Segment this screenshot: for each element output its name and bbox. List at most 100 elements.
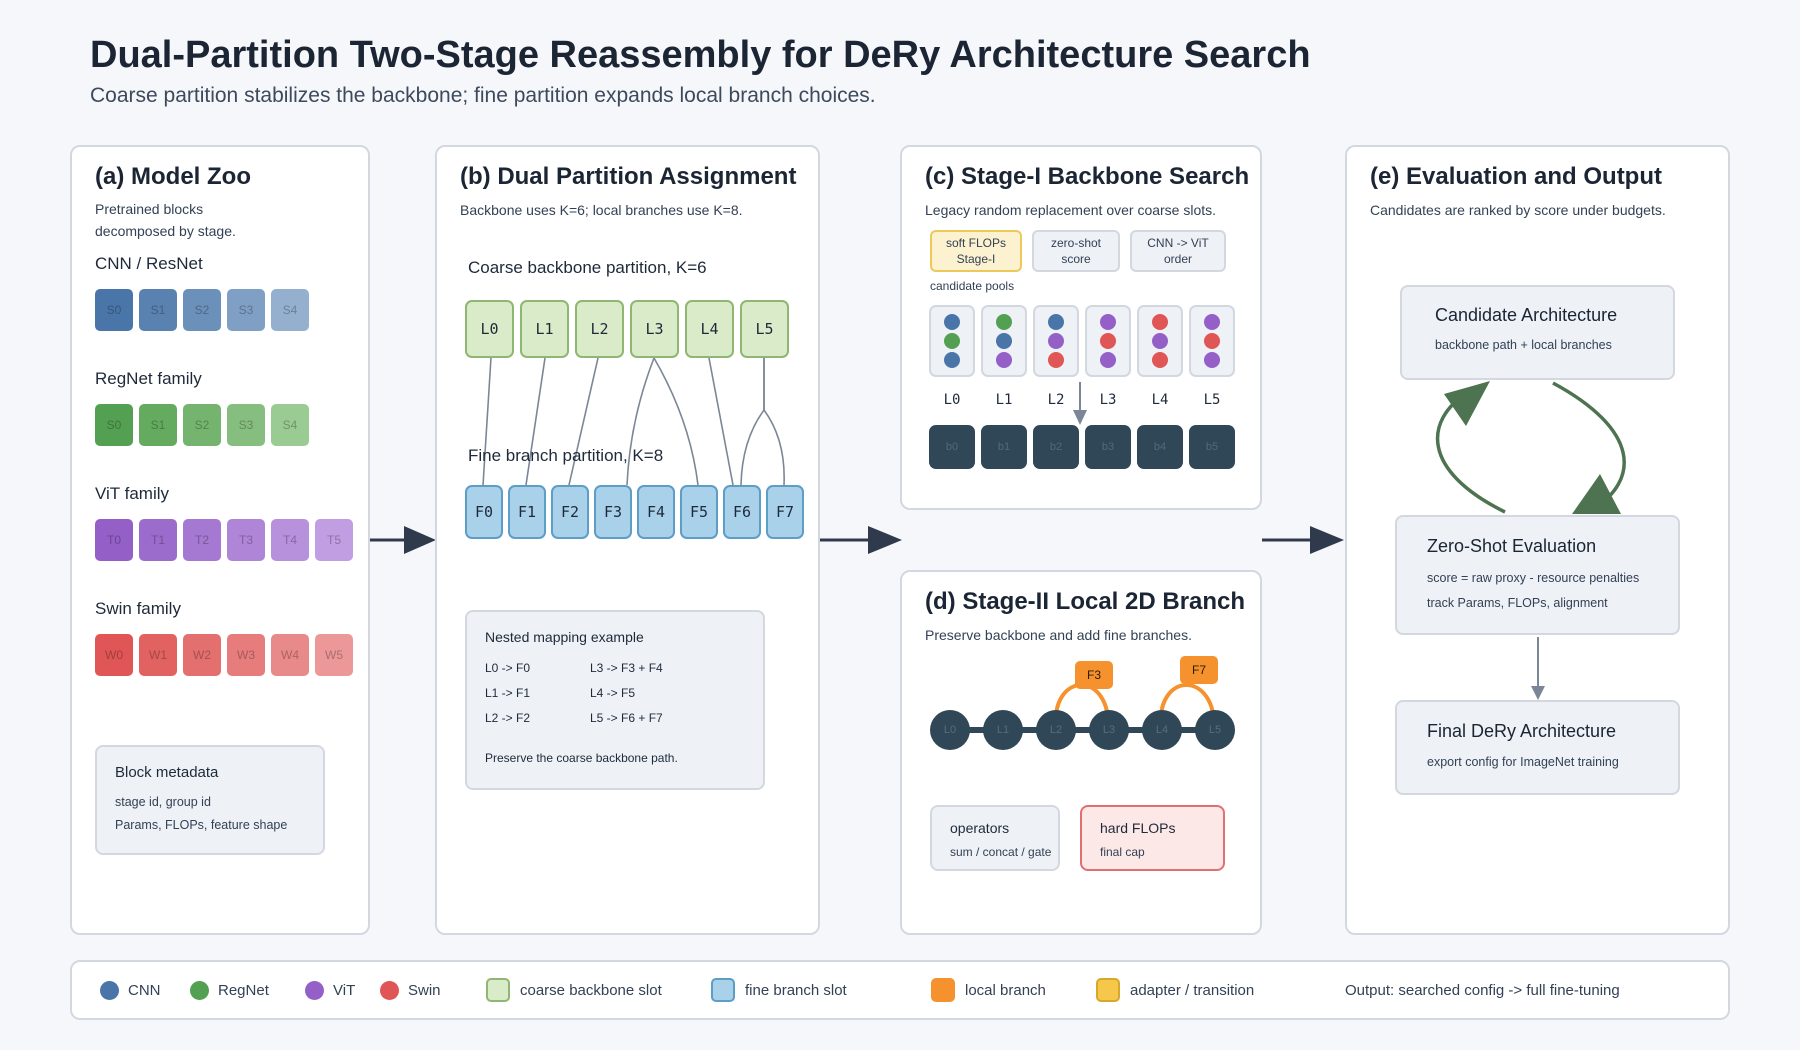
legend-cnn-swatch [100, 981, 119, 1000]
pool-dot-vit [1100, 352, 1116, 368]
pool-dot-regnet [996, 314, 1012, 330]
legend-coarse-swatch [486, 978, 510, 1002]
candidate-pool [1137, 305, 1183, 377]
final-architecture-box [1395, 700, 1680, 795]
hard-flops-sub: final cap [1100, 845, 1145, 859]
zoo-block: T1 [139, 519, 177, 561]
pool-dot-regnet [944, 333, 960, 349]
legend-adapter-label: adapter / transition [1130, 982, 1255, 999]
fine-slot: F7 [766, 485, 804, 539]
legend-local-branch-swatch [931, 978, 955, 1002]
family-label-vit: ViT family [95, 484, 170, 503]
family-label-cnn: CNN / ResNet [95, 254, 203, 273]
backbone-block: b5 [1189, 425, 1235, 469]
pool-dot-cnn [1048, 314, 1064, 330]
pool-dot-cnn [944, 314, 960, 330]
cnn-block-row: S0 S1 S2 S3 S4 [95, 289, 309, 331]
nested-mapping-title: Nested mapping example [485, 629, 644, 645]
zoo-block: S1 [139, 289, 177, 331]
mapping-note: Preserve the coarse backbone path. [485, 751, 678, 765]
zoo-block: S3 [227, 289, 265, 331]
pool-dot-swin [1152, 352, 1168, 368]
pool-dot-vit [1152, 333, 1168, 349]
legend-adapter-swatch [1096, 978, 1120, 1002]
mapping-entry: L0 -> F0 [485, 661, 531, 675]
stage1-slot-label: L1 [995, 392, 1013, 408]
operators-sub: sum / concat / gate [950, 845, 1052, 859]
backbone-node: L5 [1195, 710, 1235, 750]
backbone-block: b3 [1085, 425, 1131, 469]
candidate-architecture-sub: backbone path + local branches [1435, 338, 1612, 352]
backbone-block: b1 [981, 425, 1027, 469]
fine-slot: F6 [723, 485, 761, 539]
family-label-regnet: RegNet family [95, 369, 202, 388]
mapping-entry: L2 -> F2 [485, 711, 531, 725]
coarse-slot: L0 [465, 300, 514, 358]
regnet-block-row: S0 S1 S2 S3 S4 [95, 404, 309, 446]
coarse-slot: L4 [685, 300, 734, 358]
zoo-block: T0 [95, 519, 133, 561]
legend-swin-label: Swin [408, 982, 441, 999]
model-zoo-title: (a) Model Zoo [95, 163, 251, 190]
stage1-slot-label: L4 [1151, 392, 1169, 408]
branch-f3-tag: F3 [1075, 661, 1113, 689]
evaluation-desc: Candidates are ranked by score under bud… [1370, 202, 1666, 218]
zoo-block: W5 [315, 634, 353, 676]
fine-slot: F2 [551, 485, 589, 539]
stage1-desc: Legacy random replacement over coarse sl… [925, 202, 1217, 218]
mapping-entry: L3 -> F3 + F4 [590, 661, 663, 675]
coarse-slot: L5 [740, 300, 789, 358]
backbone-block: b4 [1137, 425, 1183, 469]
backbone-block: b0 [929, 425, 975, 469]
hard-flops-title: hard FLOPs [1100, 820, 1176, 836]
soft-flops-line-1: soft FLOPs [945, 236, 1007, 250]
pool-dot-cnn [944, 352, 960, 368]
coarse-slot: L1 [520, 300, 569, 358]
fine-partition-label: Fine branch partition, K=8 [468, 446, 664, 465]
zoo-block: W2 [183, 634, 221, 676]
block-metadata-line-1: stage id, group id [115, 795, 211, 809]
legend-vit-swatch [305, 981, 324, 1000]
hard-flops-box [1080, 805, 1225, 871]
candidate-architecture-title: Candidate Architecture [1435, 305, 1618, 325]
zoo-block: W0 [95, 634, 133, 676]
block-metadata-title: Block metadata [115, 764, 219, 781]
pool-dot-vit [1204, 352, 1220, 368]
coarse-slot: L3 [630, 300, 679, 358]
legend-swin-swatch [380, 981, 399, 1000]
stage1-title: (c) Stage-I Backbone Search [925, 163, 1250, 190]
backbone-node: L4 [1142, 710, 1182, 750]
operators-box [930, 805, 1060, 871]
swin-block-row: W0 W1 W2 W3 W4 W5 [95, 634, 353, 676]
zoo-block: S0 [95, 404, 133, 446]
coarse-slot: L2 [575, 300, 624, 358]
legend-fine-swatch [711, 978, 735, 1002]
candidate-pool [929, 305, 975, 377]
legend-cnn-label: CNN [128, 982, 161, 999]
zero-shot-line-1: zero-shot [1050, 236, 1102, 250]
legend-coarse-label: coarse backbone slot [520, 982, 662, 999]
legend-vit-label: ViT [333, 982, 356, 999]
legend-fine-label: fine branch slot [745, 982, 847, 999]
stage1-slot-label: L0 [943, 392, 961, 408]
candidate-pool [1189, 305, 1235, 377]
order-line-2: order [1163, 252, 1192, 266]
fine-slot: F4 [637, 485, 675, 539]
fine-slot: F1 [508, 485, 546, 539]
backbone-node: L0 [930, 710, 970, 750]
zoo-block: T5 [315, 519, 353, 561]
operators-title: operators [950, 820, 1010, 836]
dual-partition-panel [435, 145, 820, 935]
zoo-block: W3 [227, 634, 265, 676]
legend-output-note: Output: searched config -> full fine-tun… [1345, 982, 1620, 999]
pool-dot-swin [1100, 333, 1116, 349]
zoo-block: T4 [271, 519, 309, 561]
page-title: Dual-Partition Two-Stage Reassembly for … [90, 34, 1311, 76]
stage2-title: (d) Stage-II Local 2D Branch [925, 588, 1246, 615]
